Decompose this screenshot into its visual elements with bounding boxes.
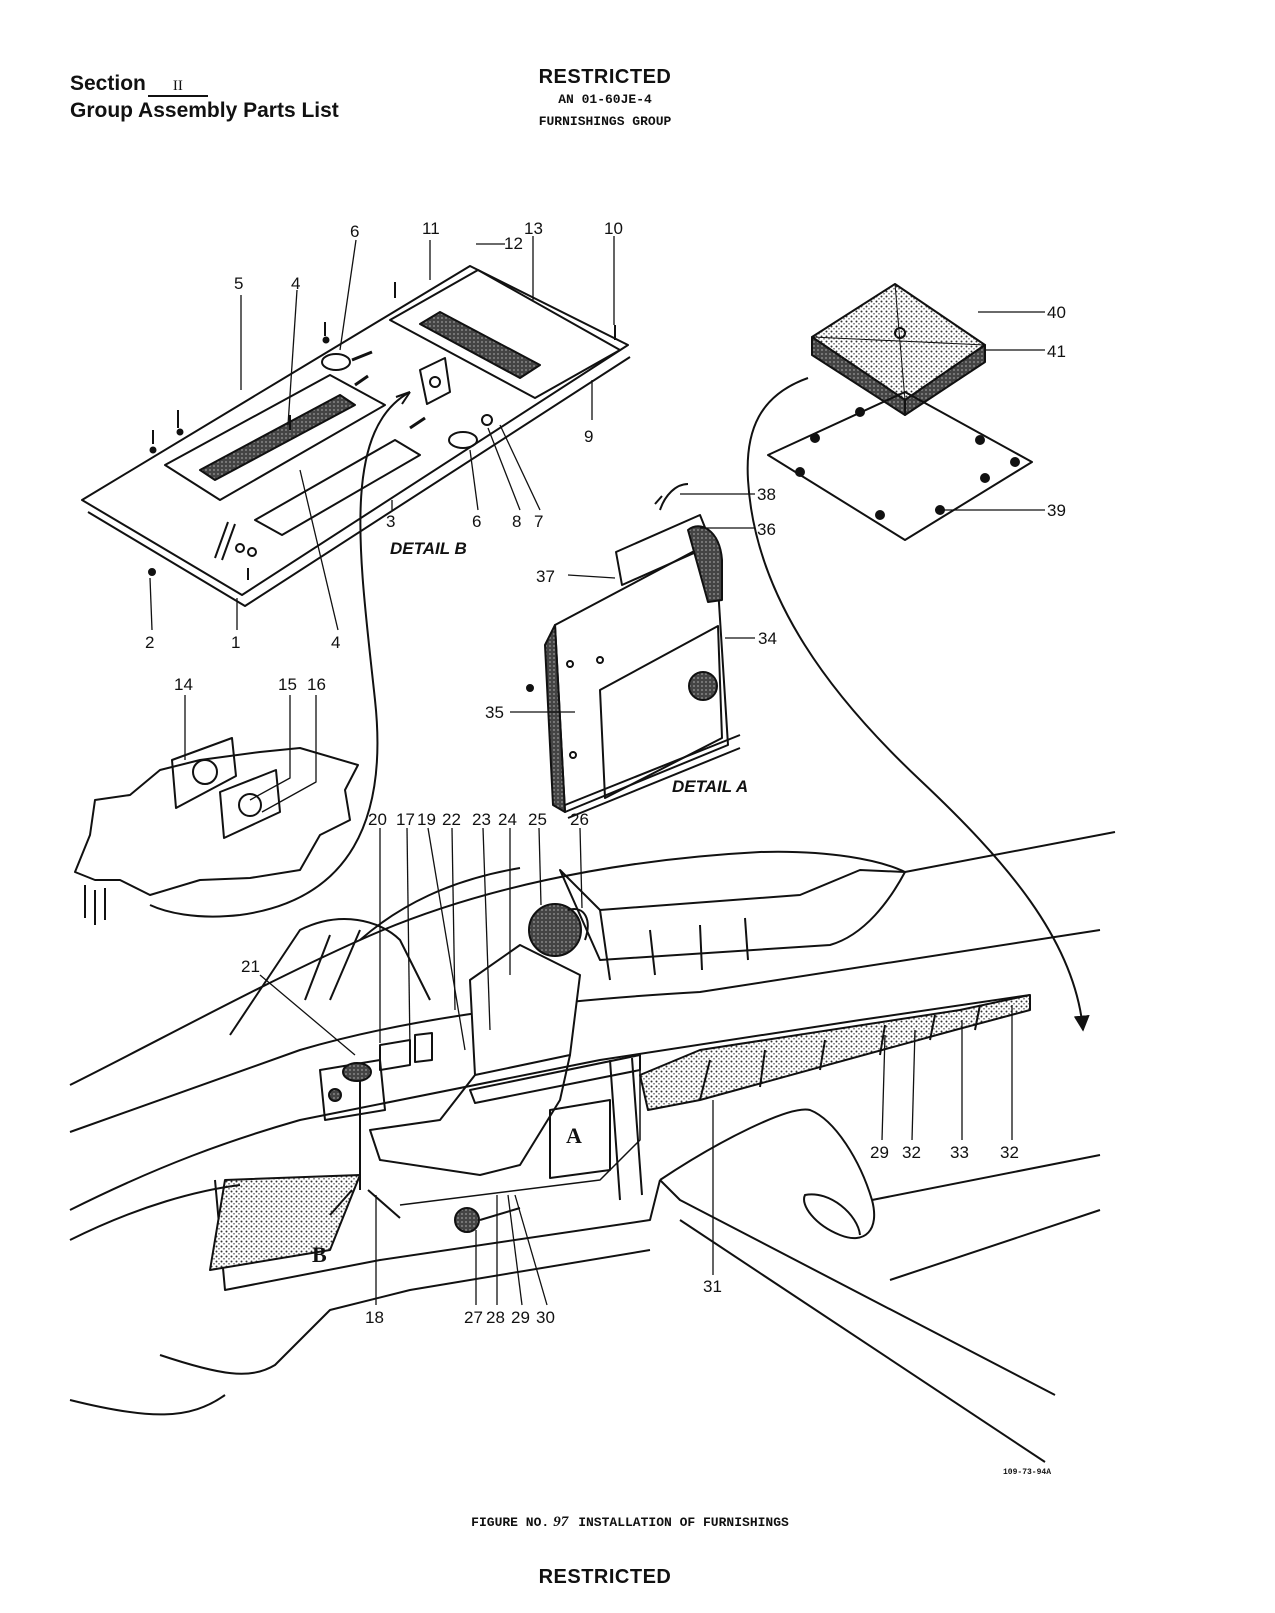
group-name: FURNISHINGS GROUP xyxy=(538,114,672,129)
callout-2: 2 xyxy=(145,633,154,652)
callout-5: 5 xyxy=(234,274,243,293)
callout-30: 30 xyxy=(536,1308,555,1327)
figure-caption: FIGURE NO.97 INSTALLATION OF FURNISHINGS xyxy=(320,1514,940,1531)
callout-32a: 32 xyxy=(902,1143,921,1162)
callout-4a: 4 xyxy=(291,274,300,293)
callout-6a: 6 xyxy=(350,222,359,241)
marker-a: A xyxy=(566,1123,582,1148)
callout-4b: 4 xyxy=(331,633,340,652)
callout-16: 16 xyxy=(307,675,326,694)
callout-26: 26 xyxy=(570,810,589,829)
callout-leaders xyxy=(149,236,1045,1306)
callout-18: 18 xyxy=(365,1308,384,1327)
marker-b: B xyxy=(312,1242,327,1267)
callout-27: 27 xyxy=(464,1308,483,1327)
callout-22: 22 xyxy=(442,810,461,829)
callout-8: 8 xyxy=(512,512,521,531)
callout-28: 28 xyxy=(486,1308,505,1327)
callout-14: 14 xyxy=(174,675,193,694)
callout-15: 15 xyxy=(278,675,297,694)
manual-number: AN 01-60JE-4 xyxy=(558,92,652,107)
callout-29b: 29 xyxy=(870,1143,889,1162)
callout-numbers: 1 2 3 4 4 5 6 6 7 8 9 10 11 12 13 14 15 … xyxy=(145,219,1066,1327)
callout-17: 17 xyxy=(396,810,415,829)
callout-13: 13 xyxy=(524,219,543,238)
callout-31: 31 xyxy=(703,1277,722,1296)
callout-25: 25 xyxy=(528,810,547,829)
callout-37: 37 xyxy=(536,567,555,586)
page-subtitle: Group Assembly Parts List xyxy=(70,99,339,122)
callout-11: 11 xyxy=(422,219,440,238)
callout-12: 12 xyxy=(504,234,523,253)
callout-40: 40 xyxy=(1047,303,1066,322)
detail-a-label: DETAIL A xyxy=(672,777,748,796)
cushion-pointer xyxy=(746,377,1090,1032)
cushion-assembly xyxy=(767,283,1033,541)
classification-bottom: RESTRICTED xyxy=(538,1566,672,1588)
figure-number: 97 xyxy=(553,1514,569,1530)
figure-prefix: FIGURE NO. xyxy=(471,1515,550,1530)
callout-21: 21 xyxy=(241,957,260,976)
page-footer: RESTRICTED xyxy=(455,1566,755,1589)
callout-9: 9 xyxy=(584,427,593,446)
classification-top: RESTRICTED xyxy=(538,66,672,88)
callout-7: 7 xyxy=(534,512,543,531)
callout-10: 10 xyxy=(604,219,623,238)
callout-33: 33 xyxy=(950,1143,969,1162)
callout-20: 20 xyxy=(368,810,387,829)
callout-23: 23 xyxy=(472,810,491,829)
callout-19: 19 xyxy=(417,810,436,829)
detail-b-pointer xyxy=(149,391,411,918)
callout-34: 34 xyxy=(758,629,777,648)
detail-b-label: DETAIL B xyxy=(390,539,467,558)
callout-39: 39 xyxy=(1047,501,1066,520)
drawing-reference: 109-73-94A xyxy=(1003,1468,1051,1477)
callout-24: 24 xyxy=(498,810,517,829)
callout-1: 1 xyxy=(231,633,240,652)
detail-b-floor-assembly xyxy=(81,265,631,607)
callout-41: 41 xyxy=(1047,342,1066,361)
bracket-inset xyxy=(74,737,359,925)
detail-a-seat-panel xyxy=(526,483,741,819)
callout-6b: 6 xyxy=(472,512,481,531)
callout-38: 38 xyxy=(757,485,776,504)
figure-title: INSTALLATION OF FURNISHINGS xyxy=(578,1515,789,1530)
document-header: RESTRICTED AN 01-60JE-4 FURNISHINGS GROU… xyxy=(455,66,755,133)
callout-3: 3 xyxy=(386,512,395,531)
callout-36: 36 xyxy=(757,520,776,539)
section-label: Section xyxy=(70,72,146,95)
fuselage-cockpit xyxy=(69,831,1116,1463)
callout-32b: 32 xyxy=(1000,1143,1019,1162)
callout-35: 35 xyxy=(485,703,504,722)
section-number: II xyxy=(147,77,208,97)
callout-29a: 29 xyxy=(511,1308,530,1327)
